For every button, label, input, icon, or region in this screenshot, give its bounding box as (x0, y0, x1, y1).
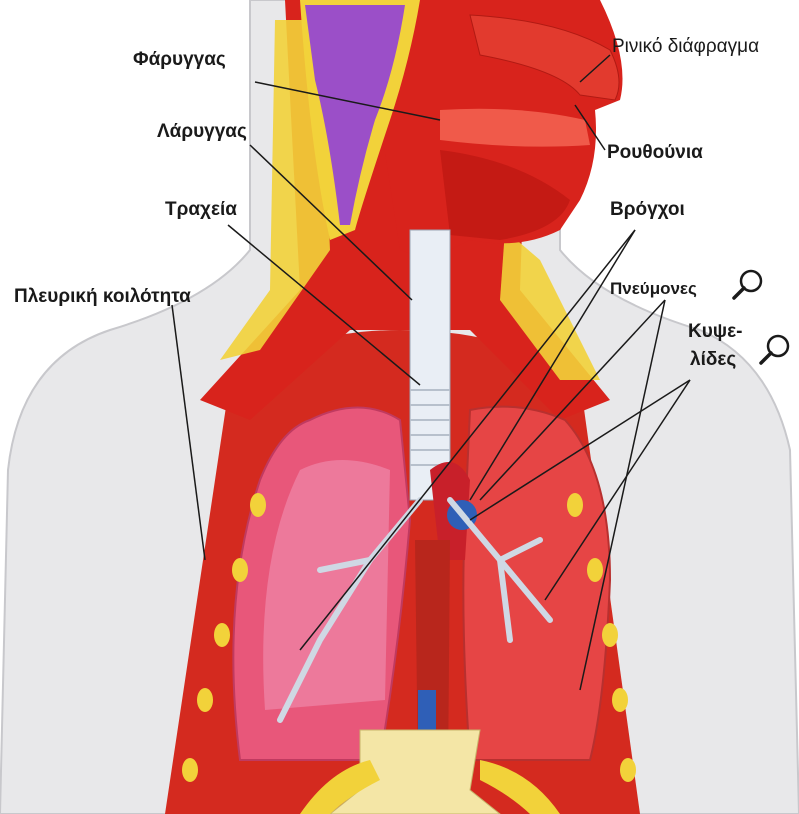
magnifier-icon[interactable] (758, 333, 792, 367)
label-pleural-cavity: Πλευρική κοιλότητα (14, 287, 191, 306)
trachea-tube (410, 230, 450, 500)
label-larynx: Λάρυγγας (157, 122, 247, 141)
magnifier-icon[interactable] (731, 268, 765, 302)
label-pharynx: Φάρυγγας (133, 50, 226, 69)
label-nasal-septum: Ρινικό διάφραγμα (612, 37, 759, 56)
label-nostrils: Ρουθούνια (607, 143, 703, 162)
right-lung (463, 407, 610, 760)
label-alveoli-line1: Κυψε- (688, 322, 742, 341)
label-lungs: Πνεύμονες (610, 280, 697, 297)
label-trachea: Τραχεία (165, 200, 237, 219)
label-bronchi: Βρόγχοι (610, 200, 685, 219)
label-alveoli-line2: λίδες (690, 350, 736, 369)
vein (418, 690, 436, 730)
